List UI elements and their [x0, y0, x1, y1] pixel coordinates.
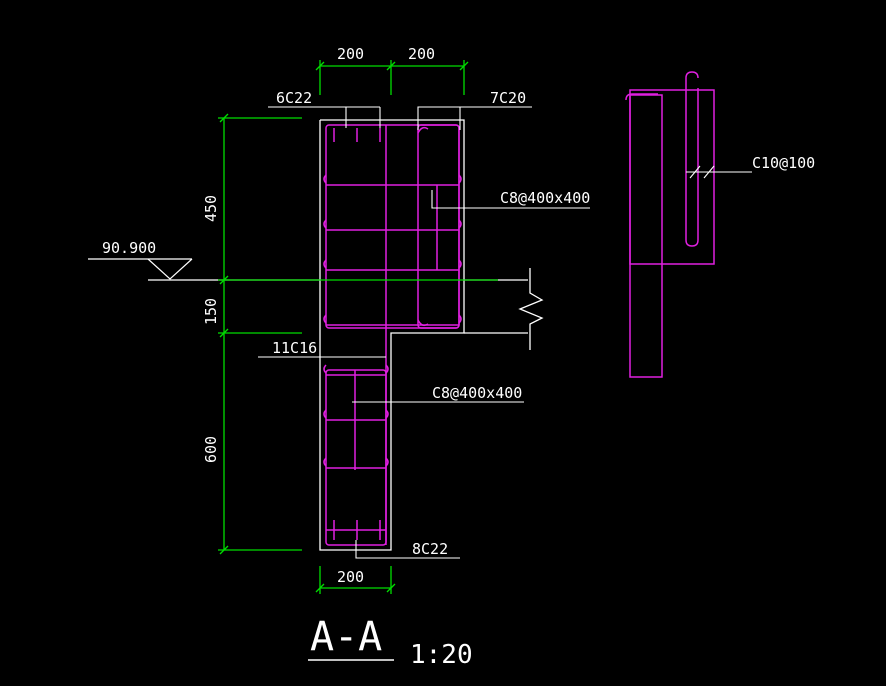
elevation-marker — [88, 258, 193, 280]
dim-top-right: 200 — [408, 45, 435, 63]
dimension-lines — [218, 60, 498, 594]
label-8c22: 8C22 — [412, 540, 448, 558]
detail-hook-left — [625, 93, 658, 101]
section-scale: 1:20 — [410, 640, 473, 670]
dim-450: 450 — [202, 195, 220, 222]
dim-top-left: 200 — [337, 45, 364, 63]
detail-leader — [686, 165, 752, 179]
section-outline — [319, 119, 465, 551]
lower-stirrup — [325, 369, 387, 546]
dim-600: 600 — [202, 436, 220, 463]
label-11c16: 11C16 — [272, 339, 317, 357]
dim-150: 150 — [202, 298, 220, 325]
label-c8-upper: C8@400x400 — [500, 189, 590, 207]
section-title: A-A — [310, 614, 382, 660]
label-6c22: 6C22 — [276, 89, 312, 107]
label-elevation: 90.900 — [102, 239, 156, 257]
leader-8c22 — [355, 540, 460, 559]
label-7c20: 7C20 — [490, 89, 526, 107]
detail-outer-bar — [629, 94, 663, 378]
break-line — [518, 268, 544, 350]
leader-7c20 — [417, 106, 532, 130]
rebar-cage — [323, 124, 462, 546]
detail-hook-top — [685, 71, 699, 240]
upper-stirrup — [325, 124, 460, 329]
label-c10-detail: C10@100 — [752, 154, 815, 172]
label-c8-lower: C8@400x400 — [432, 384, 522, 402]
upper-inner-stirrup — [417, 124, 460, 329]
detail-stirrup — [629, 89, 715, 265]
leader-lines — [258, 106, 590, 559]
stirrup-detail — [625, 71, 715, 378]
dim-bottom: 200 — [337, 568, 364, 586]
leader-c8-upper — [431, 190, 590, 209]
detail-hook-bottom — [685, 88, 699, 247]
